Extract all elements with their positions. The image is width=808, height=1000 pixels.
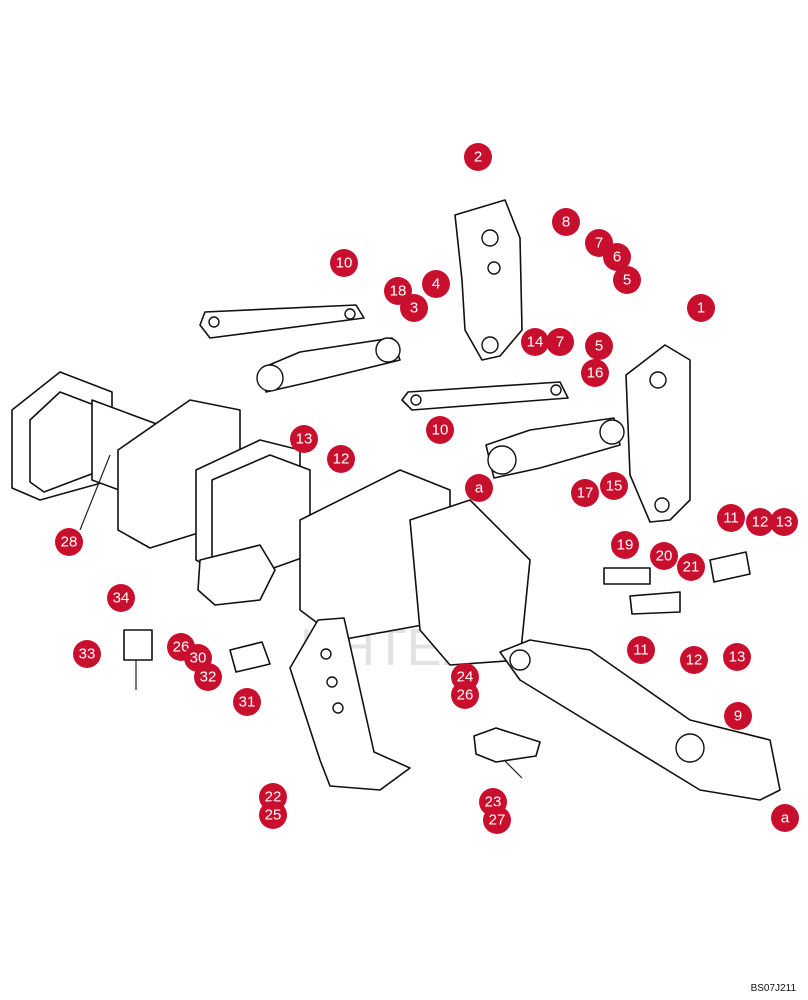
svg-text:14: 14 [527,334,544,351]
svg-text:30: 30 [190,650,207,667]
part-cylinder-18 [256,337,401,393]
callout-9[interactable]: 9 [724,702,752,730]
svg-text:8: 8 [562,214,570,231]
svg-text:13: 13 [776,514,793,531]
callout-12b[interactable]: 12 [746,508,774,536]
part-bracket-1 [625,344,691,523]
part-central-frame [195,439,531,666]
part-bracket-2 [454,199,523,361]
callout-32[interactable]: 32 [194,663,222,691]
svg-text:16: 16 [587,365,604,382]
callout-2[interactable]: 2 [464,143,492,171]
svg-text:10: 10 [432,422,449,439]
svg-text:a: a [475,480,484,497]
svg-text:26: 26 [173,639,190,656]
callout-8[interactable]: 8 [552,208,580,236]
svg-text:32: 32 [200,669,217,686]
callout-13b[interactable]: 13 [770,508,798,536]
callout-a-b[interactable]: a [771,804,799,832]
callout-25[interactable]: 25 [259,801,287,829]
callout-31[interactable]: 31 [233,688,261,716]
svg-text:17: 17 [577,485,594,502]
callout-21[interactable]: 21 [677,553,705,581]
callout-28[interactable]: 28 [55,528,83,556]
callout-17[interactable]: 17 [571,479,599,507]
svg-text:7: 7 [556,334,564,351]
callout-13c[interactable]: 13 [723,643,751,671]
svg-text:34: 34 [113,590,130,607]
callout-11[interactable]: 11 [717,504,745,532]
callout-16[interactable]: 16 [581,359,609,387]
callout-33[interactable]: 33 [73,640,101,668]
part-shank-22 [289,617,411,791]
callout-34[interactable]: 34 [107,584,135,612]
svg-text:18: 18 [390,283,407,300]
svg-text:26: 26 [457,687,474,704]
part-link-10-lower [401,381,569,411]
callout-12c[interactable]: 12 [680,646,708,674]
svg-text:13: 13 [296,431,313,448]
svg-text:12: 12 [686,652,703,669]
callout-15[interactable]: 15 [600,472,628,500]
svg-text:11: 11 [723,510,739,527]
callout-1[interactable]: 1 [687,294,715,322]
svg-text:6: 6 [613,249,621,266]
callout-20[interactable]: 20 [650,542,678,570]
callout-5[interactable]: 5 [613,266,641,294]
svg-text:24: 24 [457,669,474,686]
svg-text:5: 5 [595,338,603,355]
svg-text:12: 12 [333,451,350,468]
svg-text:21: 21 [683,559,700,576]
svg-text:28: 28 [61,534,78,551]
svg-text:22: 22 [265,789,282,806]
part-pins-11-19 [603,551,751,615]
svg-text:19: 19 [617,537,634,554]
callout-4[interactable]: 4 [422,270,450,298]
svg-text:3: 3 [410,300,418,317]
part-link-10 [199,304,365,339]
part-tooth-26 [473,727,541,779]
svg-text:2: 2 [474,149,482,166]
svg-text:15: 15 [606,478,623,495]
callout-26b[interactable]: 26 [451,681,479,709]
callout-5b[interactable]: 5 [585,332,613,360]
callout-a[interactable]: a [465,474,493,502]
callout-19[interactable]: 19 [611,531,639,559]
svg-text:13: 13 [729,649,746,666]
svg-text:1: 1 [697,300,705,317]
svg-text:10: 10 [336,255,353,272]
part-cylinder-17 [485,417,625,479]
part-arm-9 [499,639,781,801]
callout-7b[interactable]: 7 [546,328,574,356]
callout-14[interactable]: 14 [521,328,549,356]
svg-text:20: 20 [656,548,673,565]
svg-text:9: 9 [734,708,742,725]
svg-text:12: 12 [752,514,769,531]
callout-27[interactable]: 27 [483,806,511,834]
callout-13[interactable]: 13 [290,425,318,453]
callout-11b[interactable]: 11 [627,636,655,664]
callout-6[interactable]: 6 [603,243,631,271]
svg-text:11: 11 [633,642,649,659]
callout-10b[interactable]: 10 [426,416,454,444]
svg-text:33: 33 [79,646,96,663]
svg-text:a: a [781,810,790,827]
svg-text:27: 27 [489,812,506,829]
svg-text:5: 5 [623,272,631,289]
svg-text:31: 31 [239,694,256,711]
drawing-code: BS07J211 [750,983,796,994]
svg-text:25: 25 [265,807,282,824]
callout-12[interactable]: 12 [327,445,355,473]
callout-3[interactable]: 3 [400,294,428,322]
svg-text:7: 7 [595,235,603,252]
svg-text:4: 4 [432,276,440,293]
callout-10[interactable]: 10 [330,249,358,277]
part-small-31-33 [123,629,271,690]
